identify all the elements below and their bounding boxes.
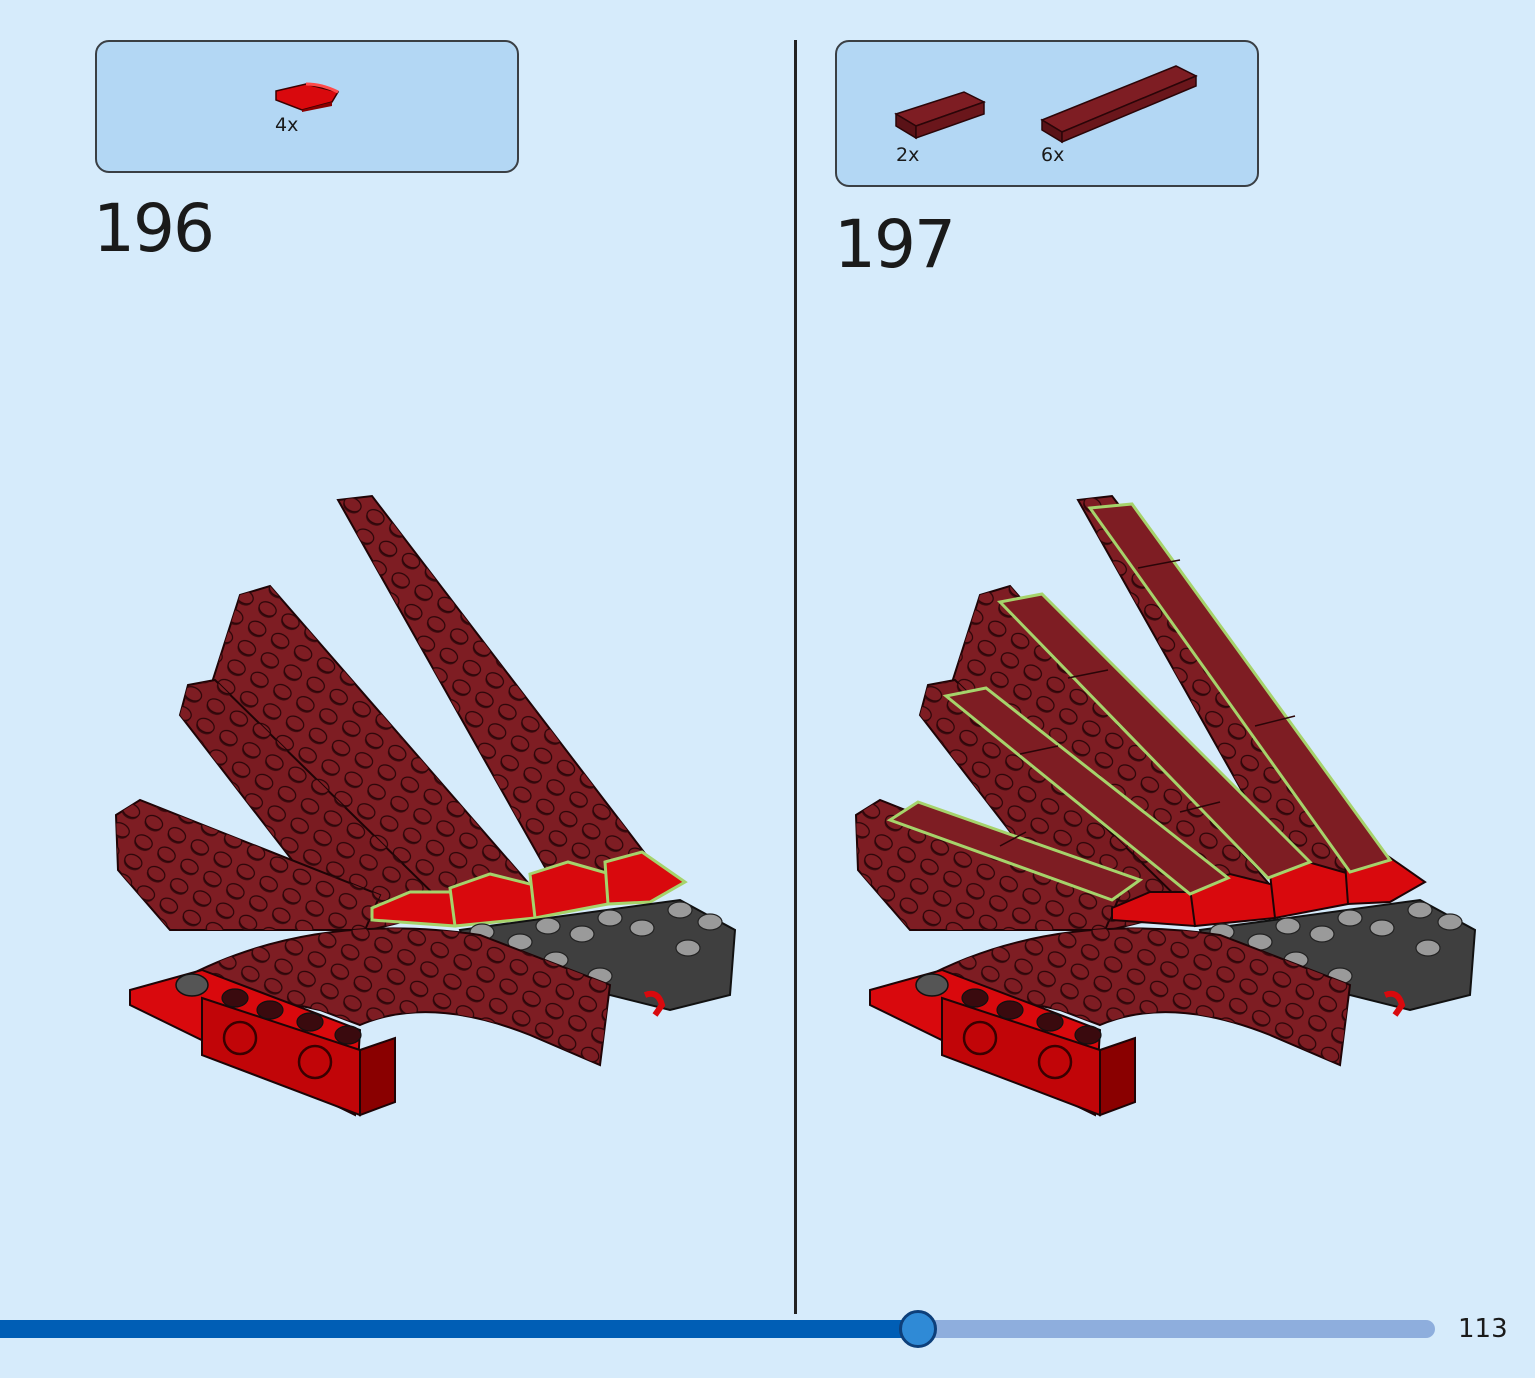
dragon-wing-assembly-step-196 — [114, 494, 737, 1117]
page-number: 113 — [1458, 1314, 1508, 1344]
red-curved-slope-part-icon — [275, 82, 340, 112]
step-number: 196 — [93, 190, 215, 267]
part-quantity: 4x — [275, 114, 299, 136]
step-divider — [794, 40, 797, 1314]
part-quantity: 6x — [1041, 144, 1065, 166]
progress-knob[interactable] — [899, 1310, 938, 1348]
part-quantity: 2x — [896, 144, 920, 166]
dragon-wing-assembly-step-197 — [854, 494, 1477, 1117]
progress-bar[interactable] — [0, 1310, 1435, 1348]
dark-red-tile-1x8-part-icon — [1040, 65, 1198, 144]
step-number: 197 — [834, 206, 956, 283]
dark-red-tile-1x4-part-icon — [894, 91, 986, 140]
progress-fill — [0, 1320, 919, 1338]
